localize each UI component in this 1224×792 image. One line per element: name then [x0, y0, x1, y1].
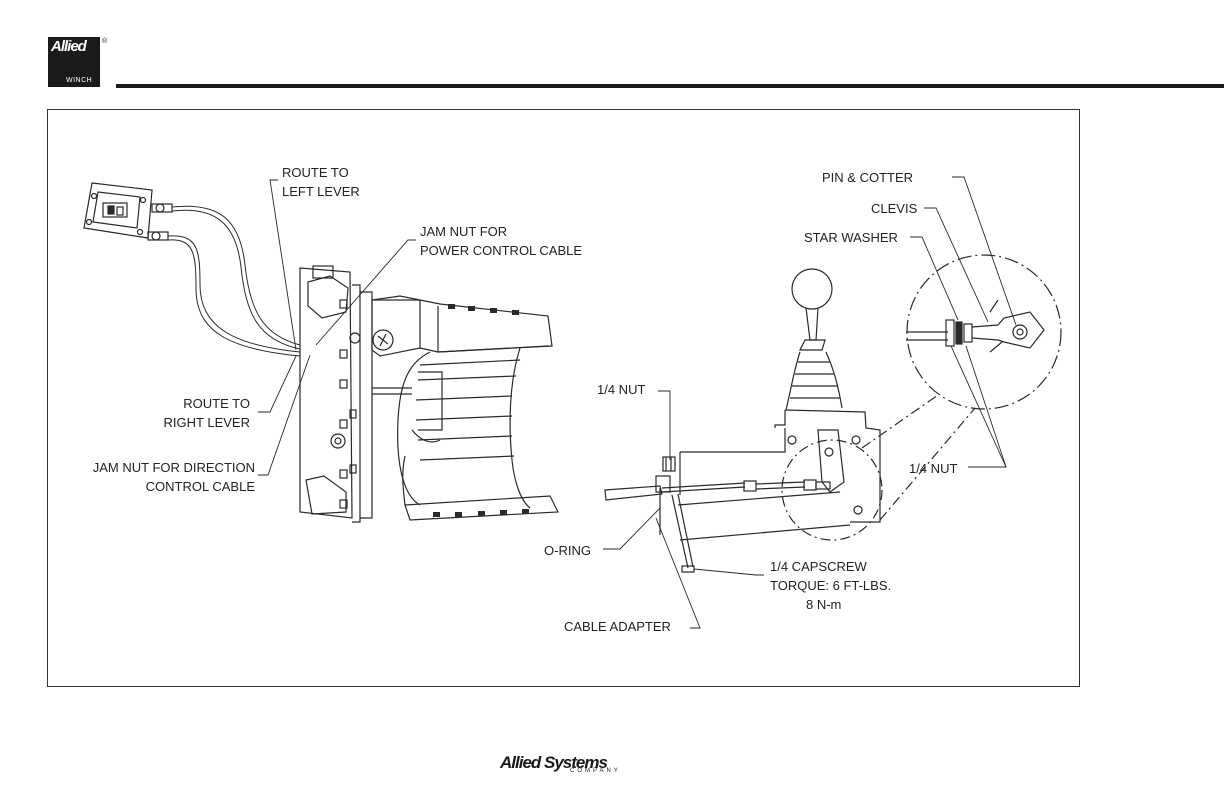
capscrew-torque-ft: TORQUE: 6 FT-LBS.: [770, 576, 891, 595]
route-left-line2: LEFT LEVER: [282, 182, 360, 201]
pin-cotter-label: PIN & COTTER: [822, 168, 913, 187]
route-right-line1: ROUTE TO: [140, 394, 250, 413]
control-lever-assembly: [605, 269, 880, 572]
route-left-line1: ROUTE TO: [282, 163, 360, 182]
capscrew-label: 1/4 CAPSCREW TORQUE: 6 FT-LBS. 8 N-m: [770, 557, 891, 614]
footer-brand: Allied Systems COMPANY: [500, 753, 607, 773]
route-right-line2: RIGHT LEVER: [140, 413, 250, 432]
jam-nut-power-line2: POWER CONTROL CABLE: [420, 241, 582, 260]
capscrew-line1: 1/4 CAPSCREW: [770, 557, 891, 576]
jam-nut-direction-line1: JAM NUT FOR DIRECTION: [70, 458, 255, 477]
clevis-label: CLEVIS: [871, 199, 917, 218]
jam-nut-direction-line2: CONTROL CABLE: [70, 477, 255, 496]
winch-assembly: [300, 266, 558, 522]
jam-nut-power-line1: JAM NUT FOR: [420, 222, 582, 241]
route-right-label: ROUTE TO RIGHT LEVER: [140, 394, 250, 432]
jam-nut-direction-label: JAM NUT FOR DIRECTION CONTROL CABLE: [70, 458, 255, 496]
jam-nut-power-label: JAM NUT FOR POWER CONTROL CABLE: [420, 222, 582, 260]
cable-adapter-label: CABLE ADAPTER: [564, 617, 671, 636]
quarter-nut-label-right: 1/4 NUT: [909, 459, 957, 478]
footer-brand-sub: COMPANY: [570, 768, 621, 774]
route-left-label: ROUTE TO LEFT LEVER: [282, 163, 360, 201]
o-ring-label: O-RING: [544, 541, 591, 560]
capscrew-torque-nm: 8 N-m: [770, 595, 891, 614]
control-cables: [168, 206, 300, 356]
star-washer-label: STAR WASHER: [804, 228, 898, 247]
quarter-nut-label-center: 1/4 NUT: [597, 380, 645, 399]
remote-control-box: [84, 183, 172, 240]
